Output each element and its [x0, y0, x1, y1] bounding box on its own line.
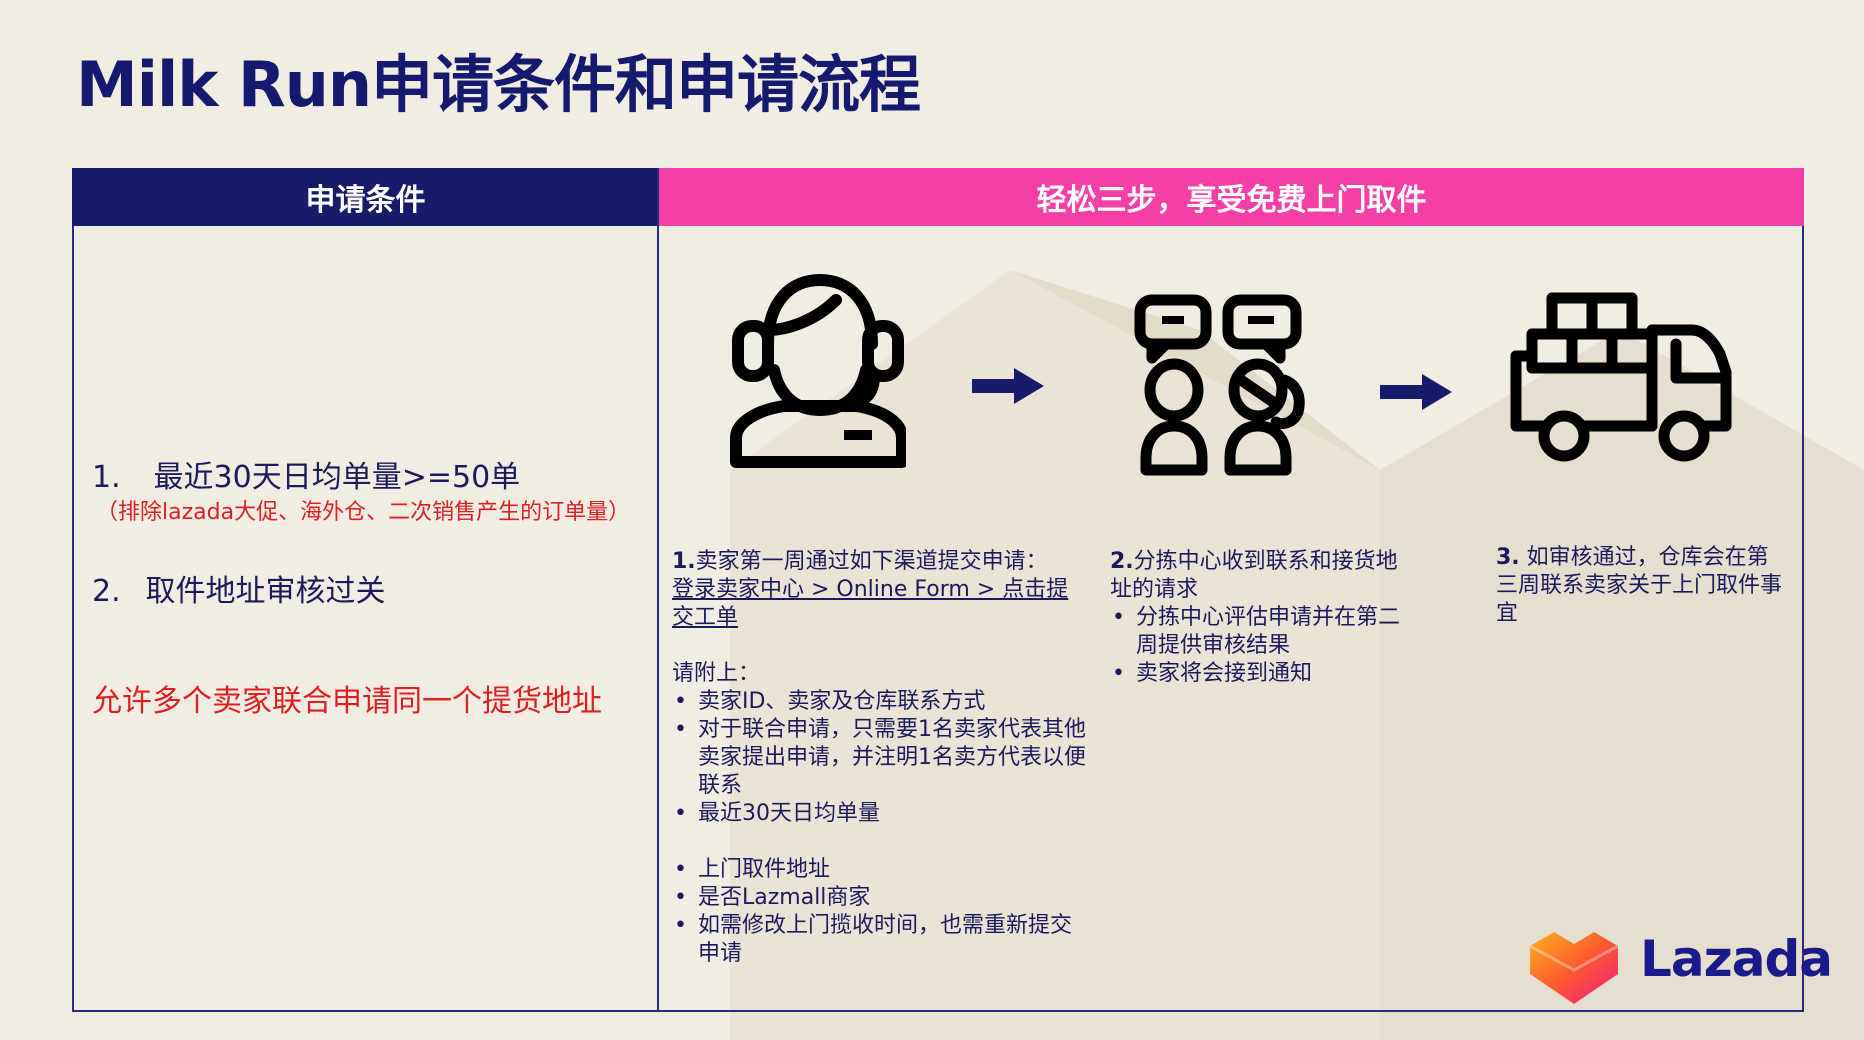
step-3-description: 3. 如审核通过，仓库会在第三周联系卖家关于上门取件事宜 — [1496, 544, 1786, 628]
column-divider — [657, 168, 659, 1012]
condition-item-2-number: 2. — [92, 574, 121, 609]
list-item: 是否Lazmall商家 — [672, 884, 1090, 912]
conditions-header: 申请条件 — [72, 168, 659, 226]
step-1-description: 1.卖家第一周通过如下渠道提交申请： 登录卖家中心 > Online Form … — [672, 548, 1090, 968]
condition-item-1-number: 1. — [92, 460, 121, 495]
lazada-logo-text: Lazada — [1640, 930, 1833, 988]
list-item: 最近30天日均单量 — [672, 800, 1090, 828]
step-3-lead: 如审核通过，仓库会在第三周联系卖家关于上门取件事宜 — [1496, 545, 1783, 626]
list-item: 上门取件地址 — [672, 856, 1090, 884]
step-2-number: 2. — [1110, 549, 1134, 574]
step-1-attach-list: 卖家ID、卖家及仓库联系方式 对于联合申请，只需要1名卖家代表其他卖家提出申请，… — [672, 688, 1090, 828]
customer-service-headset-icon — [730, 274, 906, 468]
step-2-description: 2.分拣中心收到联系和接货地址的请求 分拣中心评估申请并在第二周提供审核结果 卖… — [1110, 548, 1400, 688]
step-1-extra-list: 上门取件地址 是否Lazmall商家 如需修改上门揽收时间，也需重新提交申请 — [672, 856, 1090, 968]
seller-center-online-form-link[interactable]: 登录卖家中心 > Online Form > 点击提交工单 — [672, 577, 1069, 630]
arrow-right-icon — [1380, 374, 1452, 410]
steps-header: 轻松三步，享受免费上门取件 — [659, 168, 1804, 226]
step-1-attach-label: 请附上： — [672, 661, 761, 686]
two-people-chat-icon — [1134, 294, 1305, 476]
condition-item-2-text: 取件地址审核过关 — [145, 574, 386, 609]
list-item: 如需修改上门揽收时间，也需重新提交申请 — [672, 912, 1090, 968]
step-2-lead: 分拣中心收到联系和接货地址的请求 — [1110, 549, 1398, 602]
condition-item-1-note: （排除lazada大促、海外仓、二次销售产生的订单量） — [96, 500, 631, 525]
lazada-heart-logo-icon — [1529, 932, 1619, 1004]
arrow-right-icon — [972, 368, 1044, 404]
delivery-truck-icon — [1510, 292, 1732, 462]
step-2-list: 分拣中心评估申请并在第二周提供审核结果 卖家将会接到通知 — [1110, 604, 1400, 688]
step-1-number: 1. — [672, 549, 696, 574]
list-item: 卖家ID、卖家及仓库联系方式 — [672, 688, 1090, 716]
list-item: 分拣中心评估申请并在第二周提供审核结果 — [1110, 604, 1400, 660]
page-title: Milk Run申请条件和申请流程 — [76, 48, 921, 121]
condition-item-2: 2. 取件地址审核过关 — [92, 566, 386, 610]
condition-item-1: 1. 最近30天日均单量>=50单 — [92, 452, 520, 496]
step-3-number: 3. — [1496, 545, 1520, 570]
step-1-lead: 卖家第一周通过如下渠道提交申请： — [695, 549, 1048, 574]
joint-application-note: 允许多个卖家联合申请同一个提货地址 — [92, 684, 602, 719]
condition-item-1-text: 最近30天日均单量>=50单 — [153, 460, 521, 495]
list-item: 对于联合申请，只需要1名卖家代表其他卖家提出申请，并注明1名卖方代表以便联系 — [672, 716, 1090, 800]
list-item: 卖家将会接到通知 — [1110, 660, 1400, 688]
